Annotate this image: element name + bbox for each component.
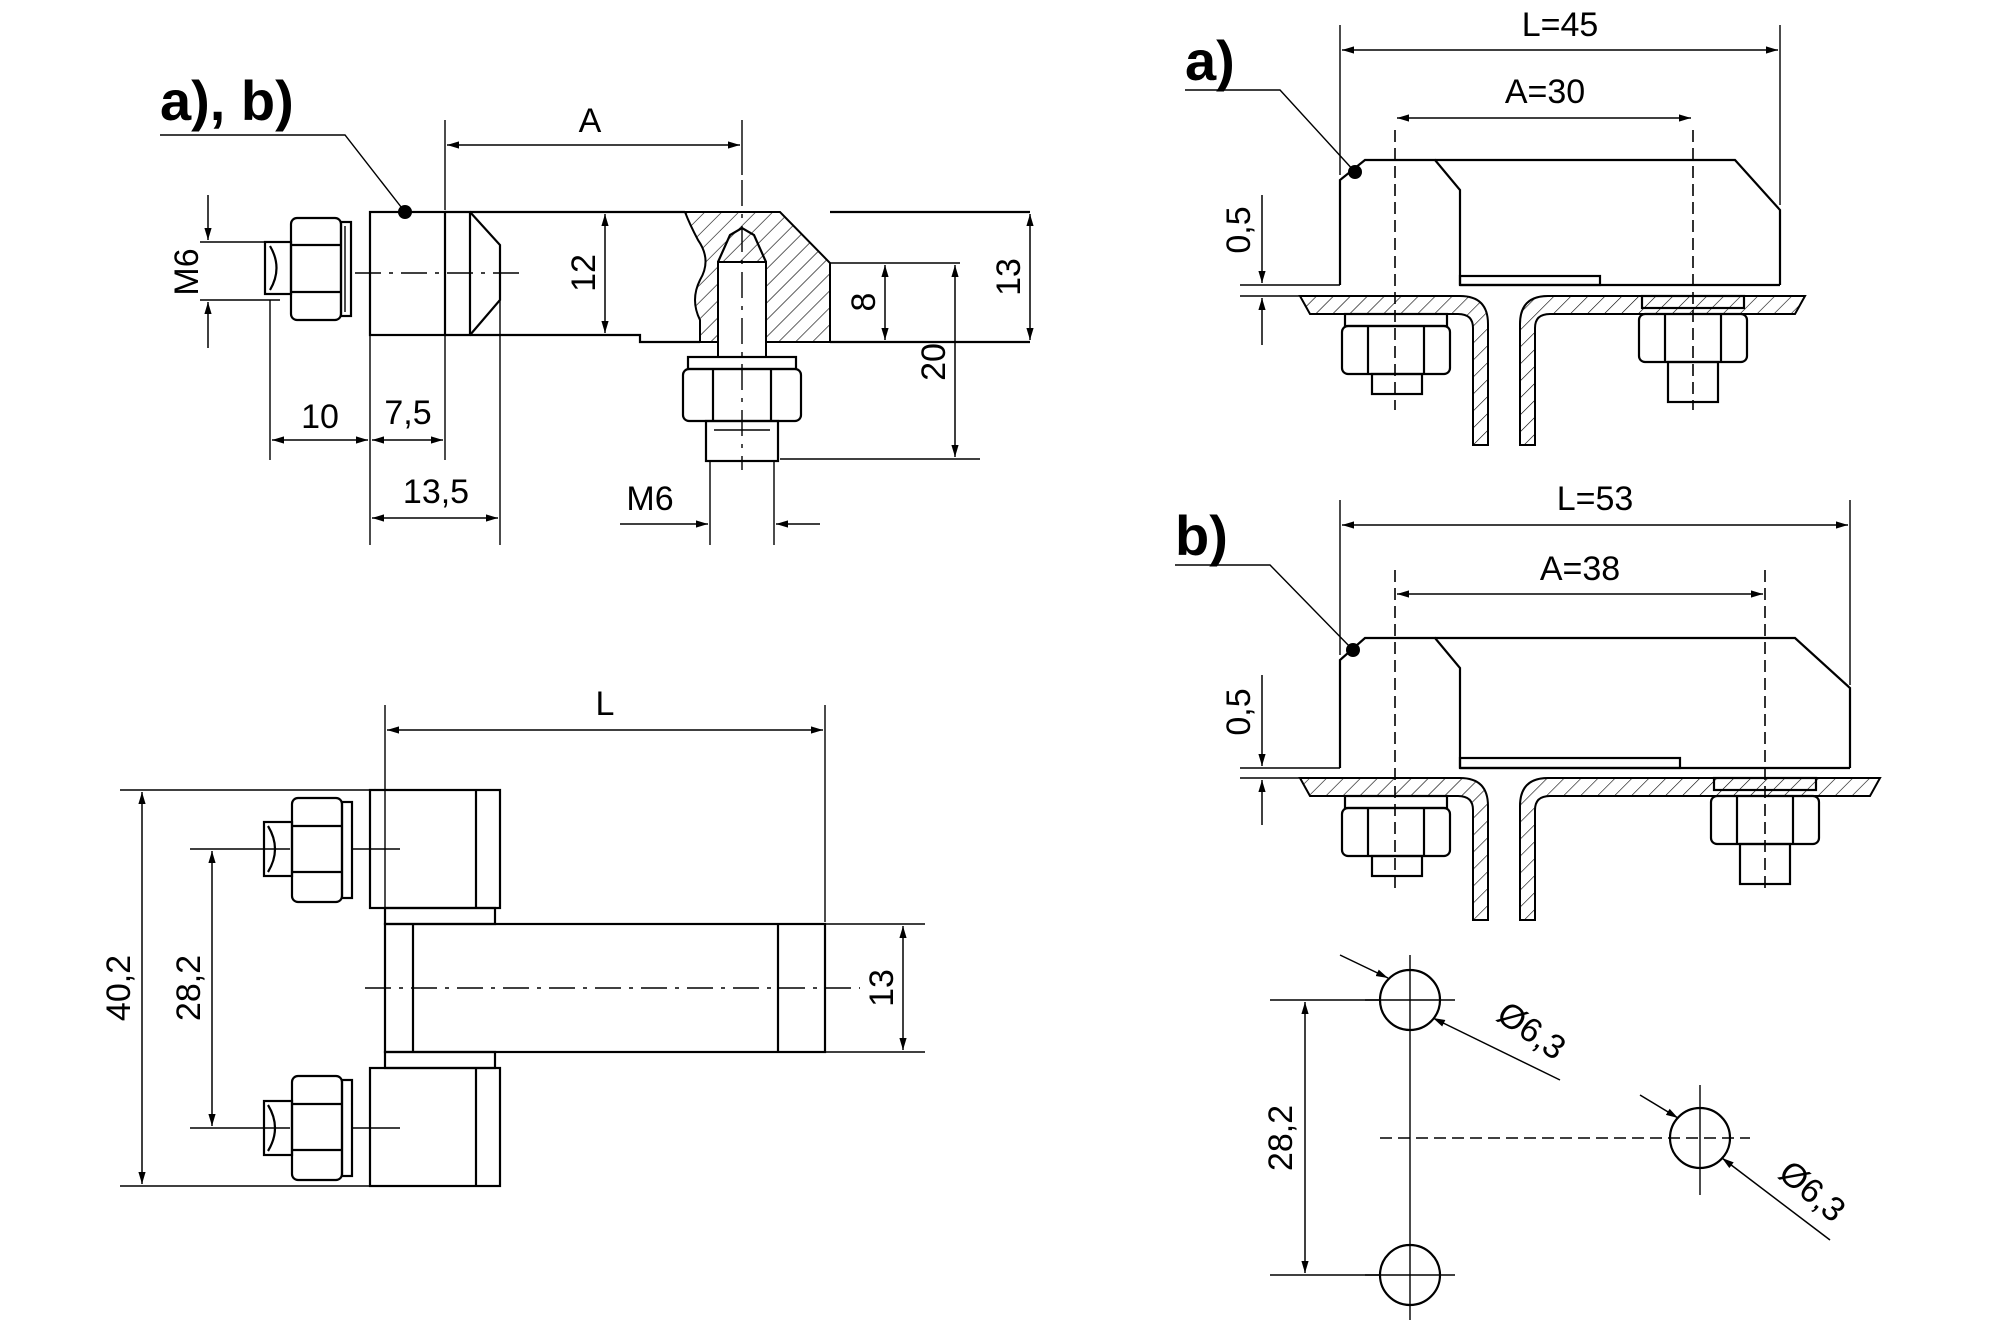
hole-pattern-view: 28,2 Ø6,3 Ø6,3 xyxy=(1262,954,1853,1320)
dim-0-5-a: 0,5 xyxy=(1220,206,1258,253)
variant-a-view: a) L=45 xyxy=(1185,6,1807,446)
plan-bottom-leaf xyxy=(262,1066,502,1188)
b-body-right xyxy=(1435,636,1852,768)
dim-L53: L=53 xyxy=(1557,480,1634,518)
dim-28-2-holes: 28,2 xyxy=(1262,1105,1300,1171)
leader-line-b xyxy=(1175,564,1354,651)
dim-8: 8 xyxy=(845,293,883,312)
variant-b-view: b) L=53 A=38 xyxy=(1175,480,1882,921)
dim-phi-top: Ø6,3 xyxy=(1490,994,1572,1067)
b-plate-left xyxy=(1298,777,1489,921)
dim-A30: A=30 xyxy=(1505,73,1585,111)
plan-center-pin xyxy=(365,906,860,1070)
side-elevation-view: a), b) xyxy=(160,69,1034,545)
plan-dimensions: L 40,2 28,2 13 xyxy=(100,685,925,1187)
dim-0-5-b: 0,5 xyxy=(1220,688,1258,735)
hinge-body-side xyxy=(355,180,1030,470)
dim-A38: A=38 xyxy=(1540,550,1620,588)
a-plate-left xyxy=(1298,295,1489,446)
dim-phi-right: Ø6,3 xyxy=(1772,1153,1853,1229)
dim-40-2: 40,2 xyxy=(100,955,138,1021)
dim-20: 20 xyxy=(915,343,953,381)
leader-dot-a xyxy=(1348,165,1362,179)
leader-line-a xyxy=(1185,89,1356,173)
plan-top-leaf xyxy=(262,788,502,910)
plan-view: L 40,2 28,2 13 xyxy=(100,685,925,1188)
dim-m6-left: M6 xyxy=(168,248,206,295)
a-nut-right xyxy=(1637,294,1749,404)
b-nut-right xyxy=(1709,776,1821,886)
dim-10: 10 xyxy=(301,398,339,436)
b-plate-right xyxy=(1519,777,1882,921)
a-nut-left xyxy=(1340,312,1452,396)
a-plate-right xyxy=(1519,295,1807,446)
dim-13-plan: 13 xyxy=(863,969,901,1007)
a-body-right xyxy=(1435,158,1782,285)
b-nut-left xyxy=(1340,794,1452,878)
dim-L-plan: L xyxy=(596,685,615,723)
leader-line-ab xyxy=(160,134,406,213)
label-a-b: a), b) xyxy=(160,69,294,132)
dim-A: A xyxy=(579,102,602,140)
dim-13-5: 13,5 xyxy=(403,473,469,511)
dim-L45: L=45 xyxy=(1522,6,1599,44)
dim-12: 12 xyxy=(565,254,603,292)
a-body-left xyxy=(1338,158,1462,285)
dim-13-side: 13 xyxy=(990,258,1028,296)
b-body-left xyxy=(1338,636,1462,768)
side-elevation-dimensions: A M6 12 8 13 20 xyxy=(168,102,1034,545)
dim-7-5: 7,5 xyxy=(384,394,431,432)
dim-28-2-plan: 28,2 xyxy=(170,955,208,1021)
dim-m6-bottom: M6 xyxy=(626,480,673,518)
bottom-nut-assembly xyxy=(681,355,803,463)
label-a: a) xyxy=(1185,29,1235,92)
label-b: b) xyxy=(1175,504,1228,567)
left-nut-assembly xyxy=(263,216,353,322)
